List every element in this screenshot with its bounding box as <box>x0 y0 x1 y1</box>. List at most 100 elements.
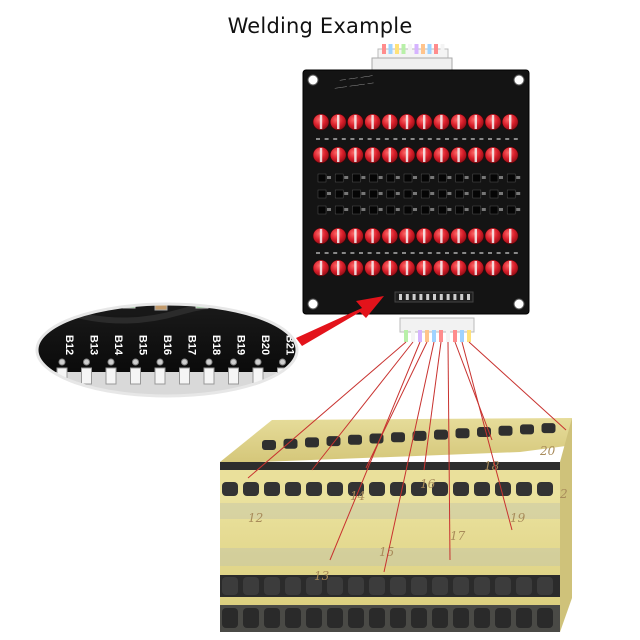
pcb-silkscreen: ── ─── ──── ──── ───── ── <box>333 73 375 92</box>
cell-end <box>264 482 280 496</box>
cell-end <box>432 608 448 628</box>
mosfet-chip <box>506 173 516 183</box>
cell-end <box>520 424 534 435</box>
wire-strand <box>453 330 457 342</box>
sampling-wire <box>365 341 428 469</box>
connector-pin <box>130 367 141 385</box>
mosfet-chip <box>506 205 516 215</box>
cell-end <box>283 438 298 449</box>
connector-pin <box>228 367 239 385</box>
pin-label: B16 <box>161 335 173 355</box>
connector-pin <box>203 367 215 385</box>
cell-end <box>474 482 490 496</box>
mosfet-chip <box>403 173 413 183</box>
mosfet-chip <box>334 205 344 215</box>
cell-end <box>390 577 406 595</box>
connector-pin <box>179 367 190 385</box>
wire-strand <box>418 330 422 342</box>
wire-strand <box>411 330 415 342</box>
wire-strand <box>460 330 464 342</box>
cell-end <box>243 482 259 496</box>
pin-label: B14 <box>112 335 124 356</box>
svg-text:── ─── ────: ── ─── ──── <box>338 73 374 84</box>
wire-strand <box>439 330 443 342</box>
pin-label: B13 <box>88 335 100 355</box>
connector-pin <box>105 367 117 385</box>
cell-end <box>222 482 238 496</box>
cell-end <box>434 429 448 440</box>
wire-strand <box>414 44 419 54</box>
cell-end <box>369 482 385 496</box>
bms-pcb-board: ── ─── ──── ──── ───── ── <box>302 69 530 315</box>
wire-strand <box>434 44 438 54</box>
mosfet-chip <box>455 173 464 183</box>
connector-pin <box>154 367 166 385</box>
cell-end <box>537 608 553 628</box>
cell-end <box>306 577 322 595</box>
page-title: Welding Example <box>227 14 413 38</box>
cell-number: 17 <box>450 529 466 543</box>
sampling-wire <box>383 341 435 573</box>
wire-strand <box>421 44 425 54</box>
cell-number: 12 <box>248 511 263 525</box>
cell-end <box>306 608 322 628</box>
cell-end <box>453 482 469 496</box>
wire-strand <box>467 330 471 342</box>
cell-end <box>306 482 322 496</box>
mosfet-chip <box>403 189 413 199</box>
mosfet-chip <box>386 189 396 199</box>
mosfet-chip <box>506 189 516 199</box>
cell-number: 2 <box>559 487 568 501</box>
cell-end <box>264 608 280 628</box>
wire-strand <box>432 330 436 342</box>
pin-label: B15 <box>137 335 149 355</box>
pin-label: B12 <box>63 335 75 355</box>
cell-end <box>537 577 553 595</box>
wire-strand <box>395 44 399 54</box>
mosfet-chip <box>420 189 430 199</box>
cell-end <box>348 482 364 496</box>
mosfet-chip <box>420 173 430 183</box>
mosfet-chip <box>438 205 447 215</box>
cell-end <box>477 427 491 437</box>
cell-end <box>474 577 490 595</box>
cell-number: 15 <box>379 545 394 559</box>
cell-end <box>453 577 469 595</box>
cell-number: 20 <box>539 444 556 458</box>
cell-end <box>285 577 301 595</box>
cell-end <box>412 430 427 441</box>
cell-end <box>432 577 448 595</box>
cell-number: 14 <box>350 489 365 503</box>
cell-end <box>498 425 513 436</box>
cell-number: 13 <box>314 569 330 583</box>
mosfet-chip <box>352 205 361 215</box>
cell-end <box>453 608 469 628</box>
mosfet-chip <box>334 189 344 199</box>
cell-end <box>432 482 448 496</box>
cell-end <box>541 423 556 434</box>
cell-end <box>222 577 238 595</box>
mosfet-chip <box>472 189 482 199</box>
mosfet-chip <box>438 189 447 199</box>
mosfet-chip <box>317 173 327 183</box>
cell-end <box>455 428 470 439</box>
pin-label: B17 <box>186 335 198 355</box>
sampling-wire <box>311 341 414 471</box>
cell-end <box>537 482 553 496</box>
cell-end <box>326 436 341 447</box>
mosfet-chip <box>369 189 378 199</box>
cell-end <box>327 608 343 628</box>
cell-end <box>411 482 427 496</box>
mosfet-chip <box>369 205 378 215</box>
mosfet-chip <box>455 205 464 215</box>
wire-strand <box>388 44 393 54</box>
cell-end <box>327 577 343 595</box>
cell-end <box>390 482 406 496</box>
sampling-wire <box>329 341 421 561</box>
cell-end <box>495 608 511 628</box>
pointer-arrow <box>296 296 384 346</box>
cell-end <box>262 440 276 450</box>
